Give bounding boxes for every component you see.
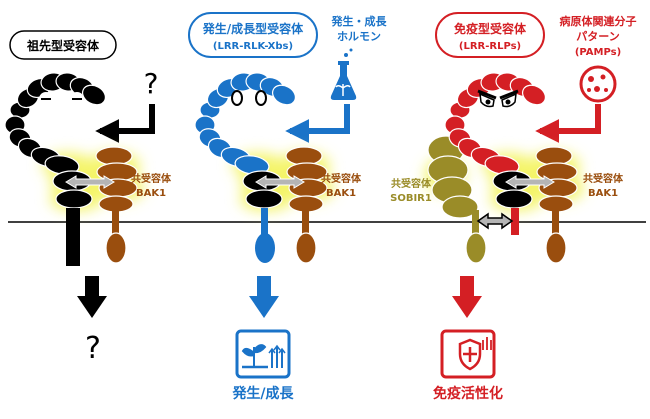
development-title: 発生/成長型受容体 [202,21,304,36]
development-ligand-line2: ホルモン [337,30,381,43]
ancestral-eyes [39,92,84,106]
ancestral-title: 祖先型受容体 [26,38,100,53]
ancestral-ligand-arrow [95,104,155,143]
immune-exchange-arrow-sobir1 [476,212,514,230]
panel-immune: 免疫型受容体 (LRR-RLPs) 病原体関連分子 パターン (PAMPs) [390,12,637,402]
immune-subtitle: (LRR-RLPs) [459,41,521,52]
development-output: 発生/成長 [231,385,294,402]
immune-coreceptor-left-name: SOBIR1 [390,193,432,204]
immune-coreceptor-right-label: 共受容体 [583,172,624,185]
immune-bak1 [535,146,578,264]
immune-receptor-lrr [444,72,547,175]
ancestral-title-pill [9,30,117,60]
development-output-arrow [249,276,279,318]
development-ligand-arrow [285,104,350,143]
development-coreceptor-name: BAK1 [326,188,356,199]
immune-title: 免疫型受容体 [454,21,527,36]
ancestral-ligand-question: ? [144,67,159,100]
plant-growth-icon [235,329,291,379]
immune-receptor-juxta [492,170,533,209]
pamp-microbe-icon [579,65,617,103]
ancestral-coreceptor-name: BAK1 [136,188,166,199]
immune-output-arrow [452,276,482,318]
ancestral-transmembrane [66,208,80,266]
immune-coreceptor-right-name: BAK1 [588,188,618,199]
immune-ligand-line1: 病原体関連分子 [560,14,637,28]
development-receptor-lrr [194,72,297,175]
panel-development: 発生/成長型受容体 (LRR-RLK-Xbs) 発生・成長 ホルモン [188,12,388,402]
immune-sobir1 [427,135,487,264]
development-kinase [255,233,275,263]
immune-shield-icon [440,329,496,379]
panel-ancestral: 祖先型受容体 ? [4,30,172,366]
ancestral-receptor-lrr [4,72,107,209]
ancestral-output-arrow [77,276,107,318]
ancestral-output: ? [85,331,101,366]
development-transmembrane [261,208,268,236]
development-eyes [231,90,267,106]
ancestral-coreceptor-label: 共受容体 [131,172,172,185]
immune-output: 免疫活性化 [433,385,503,402]
immune-ligand-arrow [535,104,601,143]
immune-coreceptor-left-label: 共受容体 [391,177,432,190]
development-subtitle: (LRR-RLK-Xbs) [213,41,293,52]
development-ligand-line1: 発生・成長 [331,14,388,28]
development-exchange-arrow [255,175,305,189]
ancestral-bak1 [95,146,138,264]
ancestral-exchange-arrow [65,175,115,189]
immune-ligand-line2: パターン [576,30,619,43]
development-title-pill [188,12,318,58]
development-coreceptor-label: 共受容体 [321,172,362,185]
immune-angry-eyes [477,89,519,108]
development-bak1 [285,146,328,264]
immune-title-pill [435,12,545,58]
hormone-flask-icon [330,48,357,100]
immune-transmembrane [511,208,519,235]
immune-ligand-line3: (PAMPs) [575,47,621,58]
immune-exchange-arrow-bak1 [505,175,555,189]
